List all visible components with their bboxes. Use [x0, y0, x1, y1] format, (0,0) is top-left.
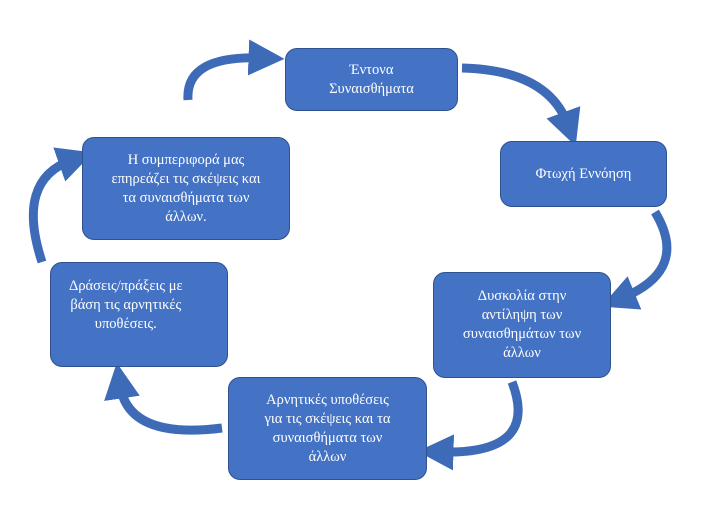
node-text: Δράσεις/πράξεις με βάση τις αρνητικές υπ… — [69, 278, 183, 332]
node-behavior-affects: Η συμπεριφορά μας επηρεάζει τις σκέψεις … — [82, 137, 290, 240]
arrow-5-to-6 — [28, 147, 94, 264]
arrow-6-to-1 — [183, 39, 285, 101]
node-poor-understanding: Φτωχή Εννόηση — [500, 141, 667, 207]
arrow-3-to-4 — [417, 380, 523, 471]
node-actions: Δράσεις/πράξεις με βάση τις αρνητικές υπ… — [50, 262, 228, 367]
arrow-1-to-2 — [461, 63, 581, 147]
node-intense-emotions: Έντονα Συναισθήματα — [285, 48, 458, 111]
node-negative-assumptions: Αρνητικές υποθέσεις για τις σκέψεις και … — [228, 377, 427, 480]
node-text: Έντονα Συναισθήματα — [329, 61, 414, 97]
arrow-2-to-3 — [601, 209, 672, 310]
node-text: Η συμπεριφορά μας επηρεάζει τις σκέψεις … — [111, 151, 261, 225]
node-text: Αρνητικές υποθέσεις για τις σκέψεις και … — [264, 391, 391, 465]
node-difficulty-perceiving: Δυσκολία στην αντίληψη των συναισθημάτων… — [433, 272, 611, 378]
node-text: Δυσκολία στην αντίληψη των συναισθημάτων… — [462, 288, 582, 361]
arrow-4-to-5 — [104, 362, 223, 435]
node-text: Φτωχή Εννόηση — [535, 165, 632, 182]
